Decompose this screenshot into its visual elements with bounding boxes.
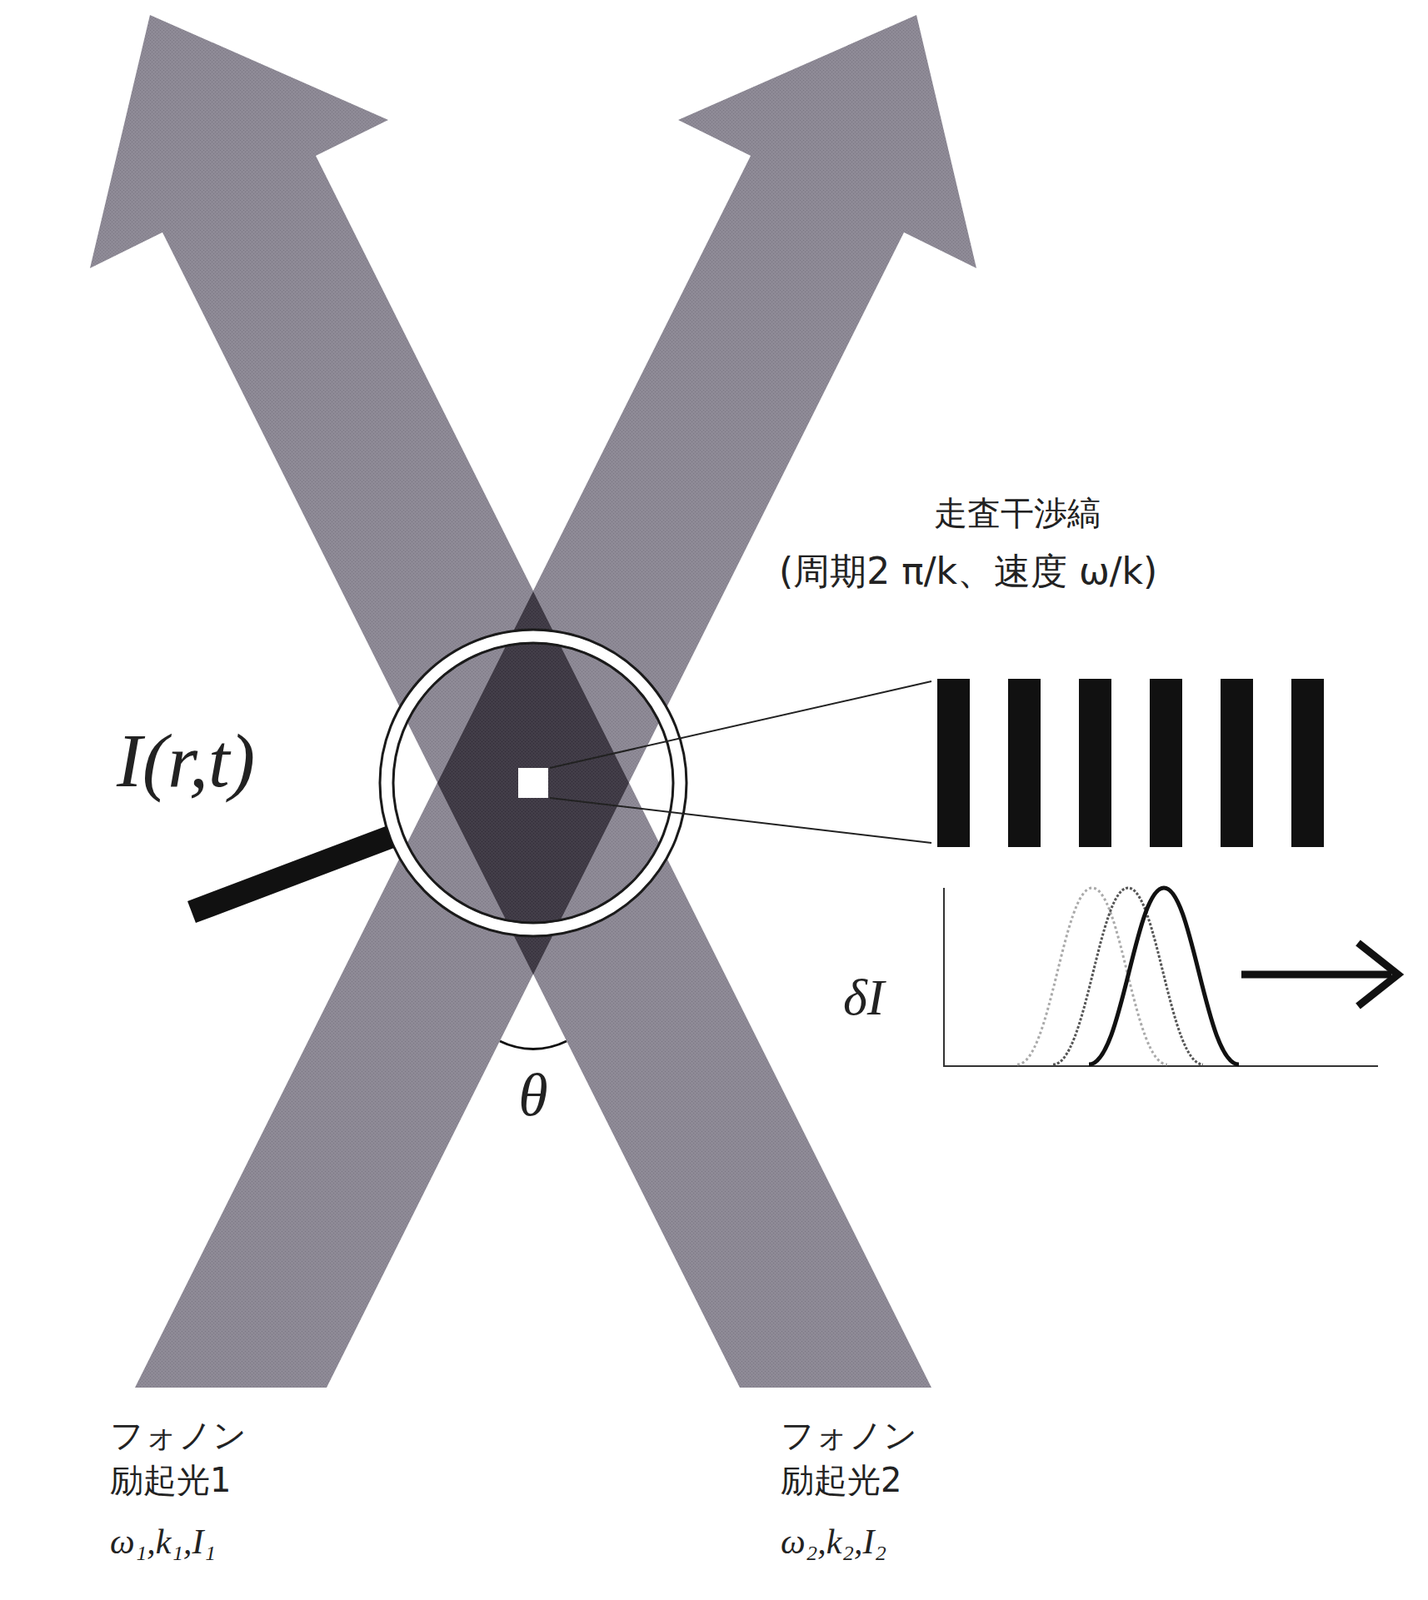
magnifier-handle: [191, 837, 390, 913]
beam-label: フォノン 励起光1: [109, 1413, 260, 1503]
magnifier-ring: [386, 636, 680, 930]
magnifier-ring: [393, 643, 674, 924]
leader-line: [549, 681, 932, 769]
focus-square: [518, 768, 549, 799]
excitation-beam: [134, 14, 977, 1389]
axis-label: δI: [843, 966, 884, 1029]
motion-arrow: [1358, 943, 1399, 1007]
magnifier-ring: [379, 629, 687, 937]
intensity-label: I(r,t): [116, 714, 255, 807]
interference-fringes: [937, 679, 1324, 848]
angle-label: θ: [491, 1059, 575, 1132]
leader-line: [549, 798, 932, 844]
motion-arrow: [1241, 971, 1392, 979]
intensity-peak: [1088, 888, 1239, 1065]
fringe-title: 走査干渉縞: [933, 493, 1101, 534]
beam-label: フォノン 励起光2: [780, 1413, 931, 1503]
fringe-note: (周期2 π/k、速度 ω/k): [778, 549, 1158, 595]
beam-parameters: ω₁,k₁,I₁: [109, 1521, 216, 1563]
angle-arc: [499, 1041, 567, 1049]
beam-parameters: ω₂,k₂,I₂: [780, 1521, 887, 1563]
